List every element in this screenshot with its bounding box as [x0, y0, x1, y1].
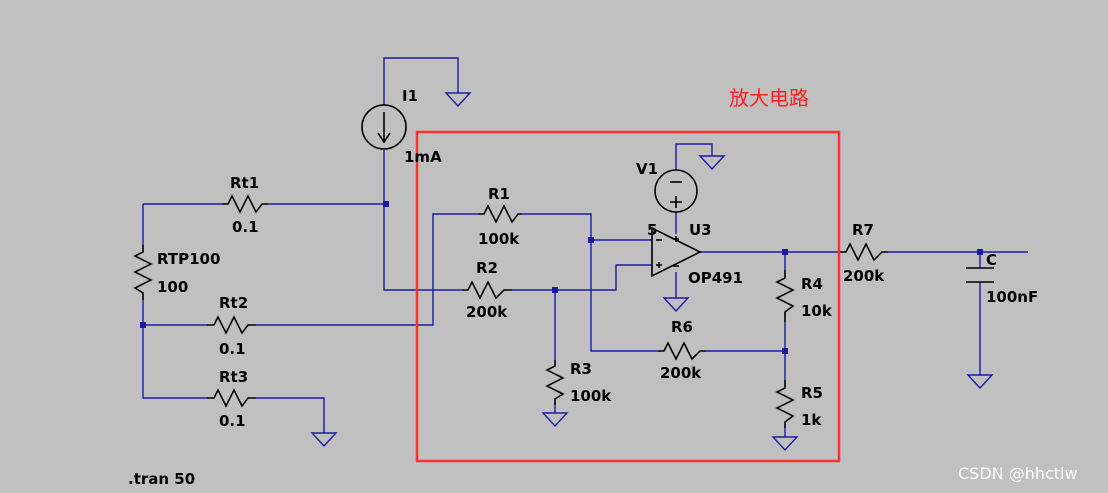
r3-name: R3 [570, 360, 592, 378]
rt3-name: Rt3 [219, 368, 248, 386]
voltage-source-v1 [654, 169, 698, 213]
ground-icon [444, 92, 472, 108]
opamp-u3 [651, 226, 702, 278]
ground-symbols [310, 92, 994, 452]
current-source-i1 [361, 104, 407, 150]
r7-value: 200k [843, 267, 885, 285]
i1-name: I1 [402, 87, 418, 105]
ground-icon [771, 436, 799, 452]
ground-icon [541, 412, 569, 428]
resistor-r3 [545, 360, 565, 405]
c-name: C [986, 251, 997, 269]
resistor-rt1 [222, 194, 268, 214]
resistor-rt2 [207, 315, 256, 335]
rtp100-value: 100 [157, 278, 188, 296]
r6-value: 200k [660, 364, 702, 382]
resistor-r6 [658, 341, 706, 361]
r1-value: 100k [478, 230, 520, 248]
c-value: 100nF [986, 288, 1038, 306]
resistor-r2 [462, 280, 512, 300]
r7-name: R7 [852, 221, 874, 239]
watermark: CSDN @hhctlw [958, 464, 1078, 483]
resistor-rtp100 [133, 245, 153, 300]
r5-name: R5 [801, 384, 823, 402]
r5-value: 1k [801, 411, 822, 429]
resistor-rt3 [207, 388, 256, 408]
resistor-r4 [775, 270, 795, 322]
resistor-r1 [478, 204, 522, 224]
u3-value: OP491 [688, 269, 743, 287]
amplifier-highlight-box [415, 130, 841, 463]
resistor-r5 [775, 380, 795, 428]
r1-name: R1 [488, 185, 510, 203]
v1-value: 5 [647, 221, 657, 239]
rtp100-name: RTP100 [157, 250, 220, 268]
ground-icon [966, 374, 994, 390]
resistor-r7 [840, 242, 888, 262]
r3-value: 100k [570, 387, 612, 405]
amplifier-annotation: 放大电路 [729, 86, 809, 110]
r6-name: R6 [671, 318, 693, 336]
rt3-value: 0.1 [219, 412, 246, 430]
capacitor-c [966, 267, 994, 283]
ground-icon [662, 297, 690, 313]
v1-name: V1 [636, 160, 658, 178]
wires [142, 57, 1028, 437]
r2-value: 200k [466, 303, 508, 321]
r2-name: R2 [476, 259, 498, 277]
rt1-name: Rt1 [230, 174, 259, 192]
ground-icon [310, 432, 338, 448]
junctions [140, 201, 983, 354]
i1-value: 1mA [404, 148, 442, 166]
rt2-name: Rt2 [219, 294, 248, 312]
ground-icon [698, 155, 726, 171]
u3-name: U3 [689, 221, 712, 239]
rt2-value: 0.1 [219, 340, 246, 358]
resistors [133, 194, 888, 428]
spice-directive[interactable]: .tran 50 [128, 470, 195, 488]
r4-name: R4 [801, 275, 823, 293]
r4-value: 10k [801, 302, 833, 320]
rt1-value: 0.1 [232, 218, 259, 236]
